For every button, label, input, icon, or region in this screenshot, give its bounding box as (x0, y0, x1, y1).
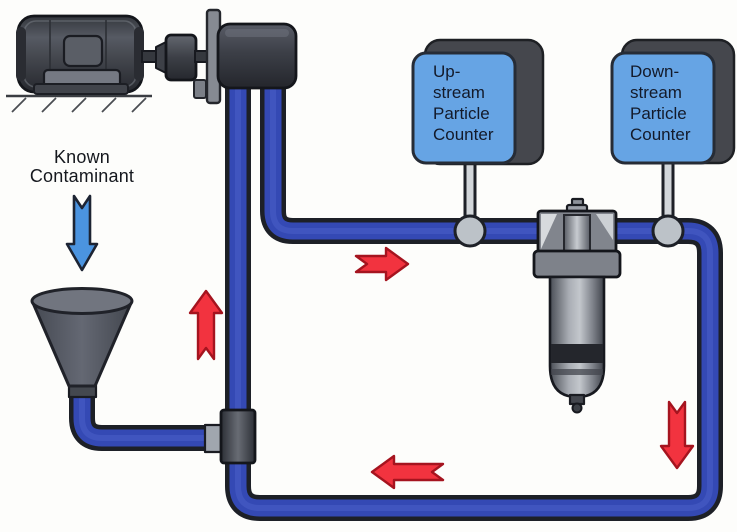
pump-body (216, 22, 298, 90)
upstream-counter-face (411, 51, 517, 165)
motor-terminal-box (62, 34, 104, 68)
funnel-cone (31, 301, 133, 388)
circulation-pump (193, 8, 298, 105)
funnel-pipe (69, 392, 230, 451)
filter-head-highlight-right (596, 214, 613, 240)
downstream-probe (651, 160, 685, 248)
filter-drain-tip (571, 402, 583, 414)
funnel-pipe-highlight (79, 392, 230, 441)
pipe-loop (225, 84, 723, 521)
downstream-counter-box (610, 38, 736, 165)
motor-end-cap-left (16, 27, 26, 81)
filter-head-cylinder (563, 214, 591, 254)
flow-arrow-left (370, 454, 445, 490)
motor-shaft (141, 50, 158, 63)
flow-arrow-right (354, 246, 410, 282)
motor-foot-rail (33, 83, 129, 95)
filter-head-highlight-left (541, 214, 557, 249)
injection-tee-fitting (203, 408, 257, 465)
upstream-counter-box (411, 38, 545, 166)
pump-bracket-foot (193, 79, 207, 99)
electric-motor (16, 14, 144, 95)
filter-bowl-groove (551, 369, 603, 375)
filter-bowl-band (551, 344, 603, 363)
downstream-counter-face (610, 51, 716, 165)
flow-arrow-down (659, 400, 695, 470)
tee-body (219, 408, 257, 465)
filter-collar-ring (532, 249, 622, 279)
filter-housing (532, 197, 622, 414)
motor-end-cap-right (134, 27, 144, 81)
upstream-probe-tap (453, 214, 487, 248)
flow-arrows (65, 194, 695, 490)
filter-bowl (548, 275, 606, 399)
shaft-coupling (141, 33, 211, 82)
pump-body-highlight (225, 29, 289, 37)
flow-arrow-up (188, 289, 224, 361)
contaminant-funnel (30, 287, 134, 399)
ground-hatching (6, 94, 152, 113)
funnel-rim (30, 287, 134, 315)
ground-hatch-marks (11, 97, 147, 113)
contaminant-arrow-down (65, 194, 99, 272)
coupling-center (164, 33, 198, 82)
upstream-probe (453, 160, 487, 248)
downstream-probe-tap (651, 214, 685, 248)
main-loop-pipe-highlight (235, 84, 713, 511)
